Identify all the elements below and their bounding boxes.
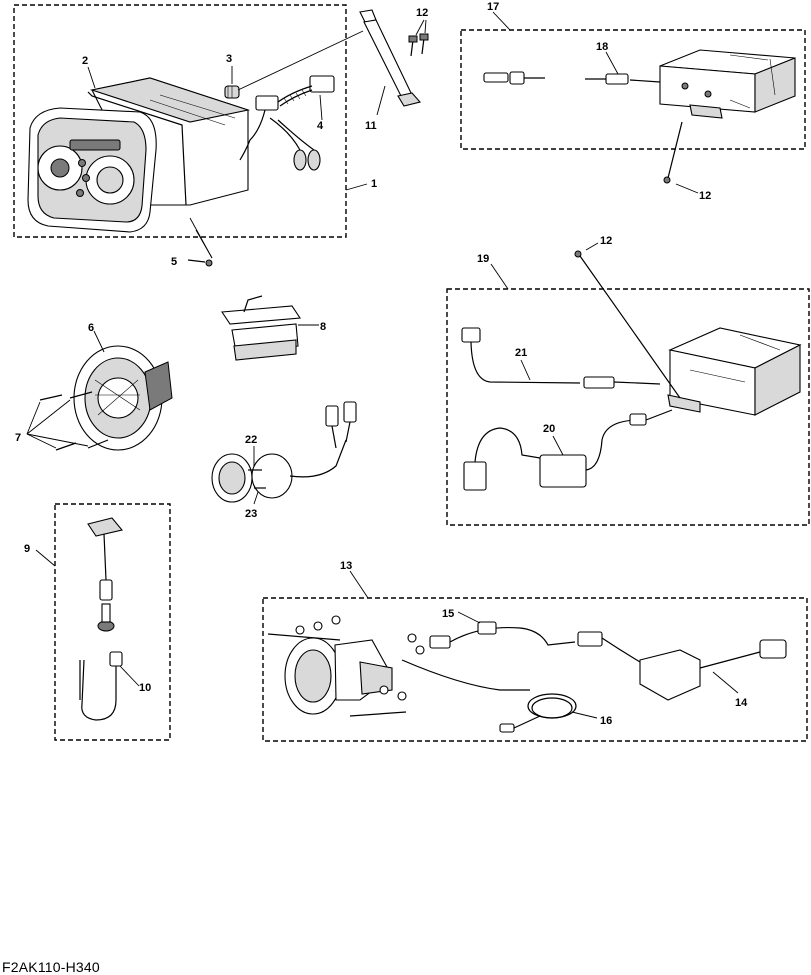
figure-code-label: F2AK110-H340 bbox=[2, 959, 100, 975]
callout-7: 7 bbox=[15, 432, 21, 444]
part-15-cable bbox=[449, 621, 603, 647]
callout-18: 18 bbox=[596, 41, 608, 53]
leader-18 bbox=[605, 51, 619, 75]
callout-9: 9 bbox=[24, 543, 30, 555]
leader-7d bbox=[26, 433, 89, 447]
callout-20: 20 bbox=[543, 423, 555, 435]
callout-3: 3 bbox=[226, 53, 232, 65]
leader-17 bbox=[492, 11, 511, 31]
leader-1 bbox=[345, 183, 368, 191]
group-1-stereo-assembly: 2 3 4 1 5 bbox=[13, 4, 377, 268]
group-13-dashed-frame bbox=[262, 597, 808, 742]
group-9-antenna: 9 10 bbox=[24, 503, 171, 741]
group-9-dashed-frame bbox=[54, 503, 171, 741]
leader-line-11 bbox=[237, 30, 364, 91]
callout-8: 8 bbox=[320, 321, 326, 333]
callout-5: 5 bbox=[171, 256, 177, 268]
leader-2 bbox=[87, 66, 96, 89]
callout-17: 17 bbox=[487, 1, 499, 13]
leader-12c bbox=[675, 183, 699, 194]
part-8-fuse-holder: 8 bbox=[221, 295, 326, 361]
callout-13: 13 bbox=[340, 560, 352, 572]
callout-15: 15 bbox=[442, 608, 454, 620]
part-3-nut bbox=[224, 85, 240, 99]
callout-21: 21 bbox=[515, 347, 527, 359]
group-17-amplifier: 17 18 bbox=[460, 1, 806, 150]
callout-6: 6 bbox=[88, 322, 94, 334]
callout-4: 4 bbox=[317, 120, 324, 132]
leader-7b bbox=[26, 399, 71, 435]
part-10-cable bbox=[79, 651, 123, 721]
leader-13 bbox=[349, 570, 369, 599]
group-1-dashed-frame bbox=[13, 4, 347, 238]
part-23-screws: 23 bbox=[245, 469, 266, 520]
part-2-stereo-head-unit bbox=[27, 77, 251, 233]
leader-9 bbox=[35, 549, 56, 567]
part-20-filter-cable bbox=[463, 409, 673, 491]
antenna-assembly bbox=[87, 517, 123, 632]
leader-21 bbox=[520, 359, 531, 381]
part-16-coil-cable bbox=[401, 659, 577, 733]
part-14-junction bbox=[601, 637, 787, 701]
leader-12a bbox=[415, 19, 425, 36]
leader-20 bbox=[552, 435, 564, 456]
leader-4 bbox=[319, 94, 323, 121]
callout-12-amp2: 12 bbox=[600, 235, 612, 247]
leader-6 bbox=[93, 330, 105, 353]
callout-12-amp: 12 bbox=[699, 190, 711, 202]
callout-10: 10 bbox=[139, 682, 151, 694]
callout-2: 2 bbox=[82, 55, 88, 67]
part-12-screw-amp2: 12 bbox=[574, 235, 681, 399]
callout-16: 16 bbox=[600, 715, 612, 727]
callout-14: 14 bbox=[735, 697, 748, 709]
leader-15 bbox=[457, 611, 481, 624]
leader-23 bbox=[253, 491, 259, 505]
leader-19 bbox=[490, 263, 509, 290]
amplifier-unit-19 bbox=[667, 327, 802, 416]
leader-12b bbox=[424, 19, 427, 34]
group-17-dashed-frame bbox=[460, 29, 806, 150]
group-19-dashed-frame bbox=[446, 288, 810, 526]
callout-11: 11 bbox=[365, 120, 377, 132]
sensor-unit bbox=[267, 615, 451, 717]
part-5-screw bbox=[187, 259, 213, 267]
part-21-input-cable bbox=[461, 327, 661, 389]
part-22-gauge: 22 bbox=[211, 401, 357, 503]
part-4-wire-harness bbox=[239, 75, 335, 171]
callout-22: 22 bbox=[245, 434, 257, 446]
group-13-sensor-assembly: 13 15 bbox=[262, 560, 808, 742]
leader-7a bbox=[26, 401, 41, 435]
part-7-speaker-screws: 7 bbox=[15, 391, 109, 451]
leader-14 bbox=[712, 671, 739, 694]
part-12-screws-top: 12 bbox=[408, 7, 429, 57]
part-6-speaker: 6 bbox=[73, 322, 173, 451]
leader-16 bbox=[571, 711, 598, 719]
part-11-mounting-bracket: 11 bbox=[359, 9, 422, 132]
leader-12d bbox=[585, 242, 599, 251]
leader-7c bbox=[26, 433, 57, 449]
callout-12-top: 12 bbox=[416, 7, 428, 19]
callout-1: 1 bbox=[371, 178, 377, 190]
group-19-amplifier: 19 21 20 bbox=[446, 253, 810, 526]
part-12-screw-amp: 12 bbox=[663, 121, 711, 202]
leader-10 bbox=[119, 665, 140, 687]
part-18-amplifier-unit bbox=[483, 49, 796, 119]
callout-19: 19 bbox=[477, 253, 489, 265]
leader-11 bbox=[376, 85, 386, 116]
leader-line-5b bbox=[195, 229, 213, 259]
callout-23: 23 bbox=[245, 508, 257, 520]
